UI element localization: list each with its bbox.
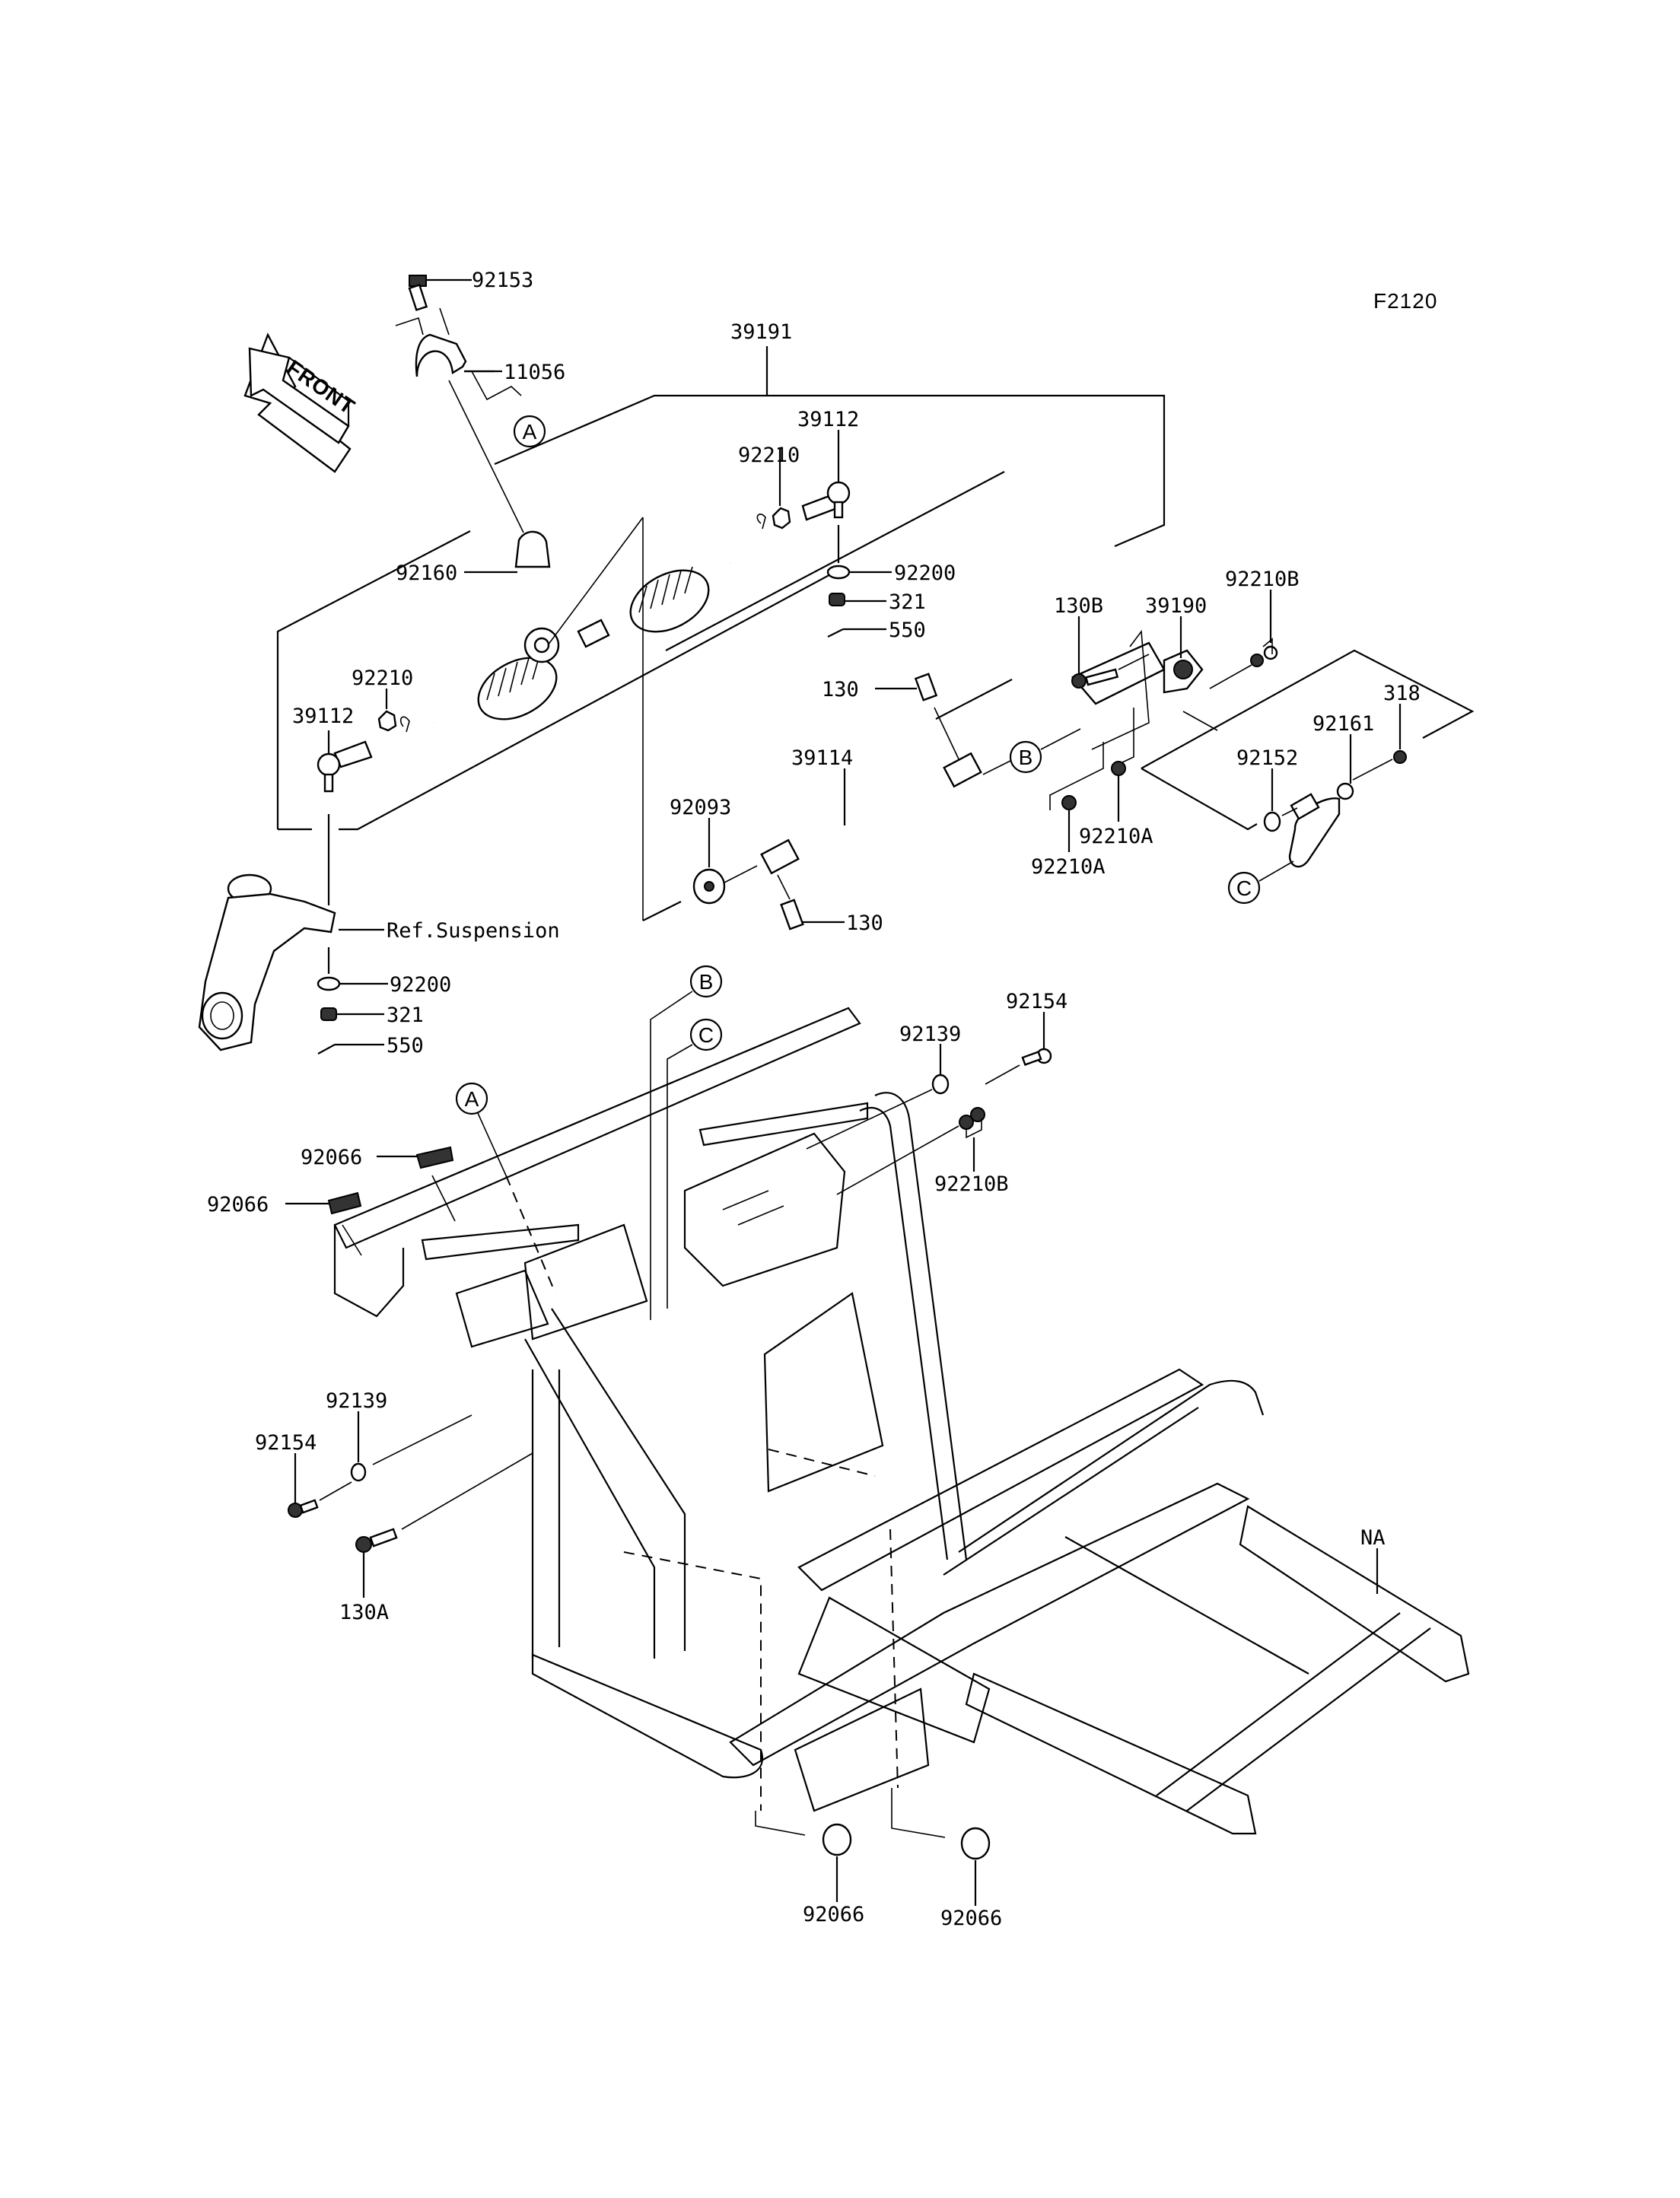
cotter-pin-550-right-icon bbox=[827, 628, 844, 638]
cotter-pin-left-icon bbox=[399, 716, 410, 733]
nut-318-icon bbox=[1393, 750, 1407, 764]
nut-92210A-right-icon bbox=[1111, 761, 1126, 776]
svg-text:C: C bbox=[1236, 876, 1252, 900]
part-label-130-bottom[interactable]: 130 bbox=[846, 911, 883, 935]
ref-suspension-note[interactable]: Ref.Suspension bbox=[387, 919, 560, 943]
tie-rod-end-left-icon bbox=[317, 740, 373, 793]
part-label-92066-bottom-left[interactable]: 92066 bbox=[803, 1903, 864, 1926]
nut-92210B-top-icon bbox=[1250, 654, 1264, 667]
callout-a-upper bbox=[513, 415, 546, 448]
part-label-130-top[interactable]: 130 bbox=[822, 678, 859, 701]
callout-a-frame bbox=[455, 1082, 488, 1115]
bolt-92154-right-icon bbox=[1021, 1048, 1052, 1066]
plug-92066-upper-icon bbox=[415, 1146, 454, 1169]
cap-92066-bottom-left-icon bbox=[822, 1823, 852, 1856]
castle-nut-321-right-icon bbox=[829, 593, 845, 606]
part-label-92210A-left[interactable]: 92210A bbox=[1031, 855, 1106, 879]
part-label-550-left[interactable]: 550 bbox=[387, 1034, 424, 1058]
steering-knuckle-icon bbox=[198, 873, 336, 1051]
part-label-92066-lower[interactable]: 92066 bbox=[207, 1193, 269, 1217]
joint-92161-icon bbox=[1288, 782, 1354, 868]
part-label-11056[interactable]: 11056 bbox=[504, 361, 565, 384]
part-label-39190[interactable]: 39190 bbox=[1145, 594, 1207, 618]
svg-text:A: A bbox=[523, 420, 537, 444]
cotter-pin-icon bbox=[756, 514, 766, 530]
nut-92210-left-icon bbox=[377, 710, 397, 732]
part-label-92154-left[interactable]: 92154 bbox=[255, 1431, 317, 1455]
part-label-39112-right[interactable]: 39112 bbox=[797, 408, 859, 431]
bolt-130-bottom-icon bbox=[780, 899, 804, 930]
bolt-92154-left-icon bbox=[288, 1499, 319, 1518]
svg-text:C: C bbox=[698, 1023, 714, 1047]
front-arrow-icon: FRONT bbox=[243, 332, 359, 473]
svg-text:A: A bbox=[465, 1087, 479, 1111]
clamp-11056-icon bbox=[395, 316, 467, 377]
washer-92200-right-icon bbox=[826, 565, 851, 580]
bolt-130-top-icon bbox=[914, 673, 938, 701]
castle-nut-321-left-icon bbox=[320, 1007, 337, 1021]
part-label-92161[interactable]: 92161 bbox=[1312, 712, 1374, 736]
part-label-92210B-top[interactable]: 92210B bbox=[1225, 568, 1300, 591]
cotter-pin-550-left-icon bbox=[317, 1044, 336, 1054]
svg-text:B: B bbox=[1019, 746, 1033, 769]
part-label-130B[interactable]: 130B bbox=[1054, 594, 1103, 618]
callout-b-frame bbox=[689, 965, 723, 998]
washer-92152-icon bbox=[1263, 811, 1281, 832]
bolt-130B-icon bbox=[1071, 668, 1119, 689]
part-label-92200-right[interactable]: 92200 bbox=[894, 561, 956, 585]
washer-92139-right-icon bbox=[931, 1074, 950, 1095]
bolt-92153-icon bbox=[408, 275, 428, 311]
bushing-92160-icon bbox=[514, 530, 551, 568]
bolt-130A-icon bbox=[355, 1528, 398, 1553]
part-label-92139-left[interactable]: 92139 bbox=[326, 1389, 387, 1413]
svg-text:B: B bbox=[699, 970, 714, 994]
part-label-321-left[interactable]: 321 bbox=[387, 1004, 424, 1027]
cap-92066-bottom-right-icon bbox=[960, 1827, 991, 1860]
nut-92210A-left-icon bbox=[1061, 795, 1077, 810]
frame-NA-drawing bbox=[333, 1007, 1470, 1835]
part-label-321-right[interactable]: 321 bbox=[889, 590, 926, 614]
steering-rack-icon bbox=[431, 517, 733, 921]
part-label-39191[interactable]: 39191 bbox=[730, 320, 792, 344]
part-label-92210A-right[interactable]: 92210A bbox=[1079, 825, 1153, 848]
part-label-92093[interactable]: 92093 bbox=[670, 796, 731, 819]
part-label-130A[interactable]: 130A bbox=[339, 1601, 389, 1624]
part-label-92153[interactable]: 92153 bbox=[472, 269, 533, 292]
part-label-550-right[interactable]: 550 bbox=[889, 619, 926, 642]
part-label-92139-right[interactable]: 92139 bbox=[899, 1023, 961, 1046]
steering-shaft-39114-icon bbox=[760, 752, 982, 875]
callout-b-upper bbox=[1009, 740, 1042, 774]
callout-c-frame bbox=[689, 1018, 723, 1051]
plug-92066-lower-icon bbox=[327, 1191, 362, 1215]
tie-rod-end-right-icon bbox=[801, 481, 851, 521]
part-label-92210-left[interactable]: 92210 bbox=[352, 666, 413, 690]
part-label-318[interactable]: 318 bbox=[1383, 682, 1421, 705]
part-label-92066-upper[interactable]: 92066 bbox=[301, 1146, 362, 1169]
part-label-92152[interactable]: 92152 bbox=[1236, 746, 1298, 770]
part-label-92200-left[interactable]: 92200 bbox=[390, 973, 451, 997]
part-label-92154-right[interactable]: 92154 bbox=[1006, 990, 1068, 1013]
part-label-92066-bottom-right[interactable]: 92066 bbox=[940, 1907, 1002, 1930]
nut-92210-right-icon bbox=[772, 507, 791, 530]
part-label-NA[interactable]: NA bbox=[1360, 1526, 1386, 1550]
washer-92139-left-icon bbox=[350, 1462, 367, 1482]
part-label-92210B-frame[interactable]: 92210B bbox=[934, 1172, 1009, 1196]
washer-92200-left-icon bbox=[317, 976, 341, 991]
callout-c-upper bbox=[1227, 871, 1261, 905]
figure-code: F2120 bbox=[1373, 289, 1437, 313]
part-label-92210-right[interactable]: 92210 bbox=[738, 444, 800, 467]
part-label-39114[interactable]: 39114 bbox=[791, 746, 853, 770]
steering-column-39190-icon bbox=[1071, 641, 1204, 705]
nut-92210B-frame-icon bbox=[959, 1107, 985, 1139]
part-label-39112-left[interactable]: 39112 bbox=[292, 705, 354, 728]
